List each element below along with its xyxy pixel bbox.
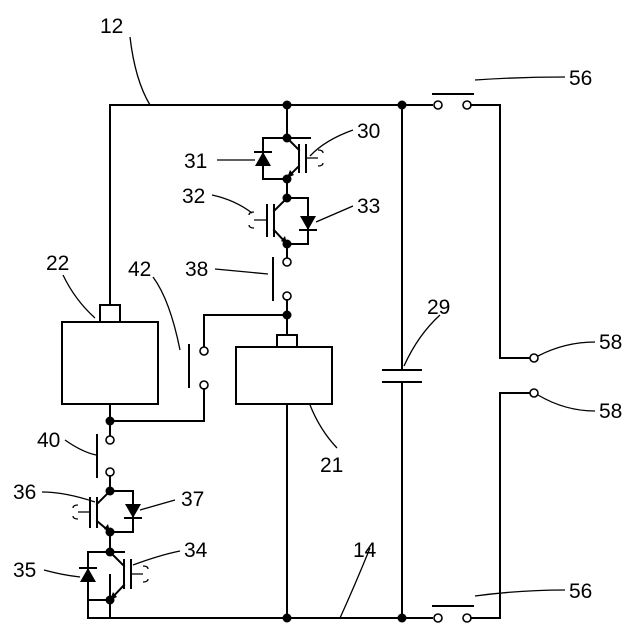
lower-rail-14 <box>88 575 432 618</box>
label-42: 42 <box>128 258 151 281</box>
label-56-top: 56 <box>569 67 592 90</box>
label-35: 35 <box>13 559 36 582</box>
label-58-bottom: 58 <box>599 400 622 423</box>
label-36: 36 <box>13 481 36 504</box>
capacitor-29 <box>383 105 421 618</box>
upper-rail-12 <box>110 105 432 305</box>
label-56-bottom: 56 <box>569 580 592 603</box>
switch-42 <box>189 345 208 389</box>
label-32: 32 <box>182 185 205 208</box>
transistor-32 <box>249 198 287 244</box>
label-34: 34 <box>184 539 208 562</box>
label-14: 14 <box>353 539 377 562</box>
module-22 <box>62 305 158 404</box>
label-12: 12 <box>100 15 123 38</box>
switch-38 <box>273 258 291 300</box>
switch-40 <box>97 435 114 477</box>
label-40: 40 <box>37 429 60 452</box>
relay-56-bottom <box>433 393 530 622</box>
terminal-58-top <box>530 354 538 362</box>
label-58-top: 58 <box>599 331 622 354</box>
label-37: 37 <box>181 488 204 511</box>
upper-arm-wiring <box>263 105 310 262</box>
terminal-58-bottom <box>530 389 538 397</box>
label-30: 30 <box>357 120 380 143</box>
label-21: 21 <box>320 454 343 477</box>
diode-37 <box>125 504 141 518</box>
label-22: 22 <box>46 252 69 275</box>
module-21 <box>236 335 332 404</box>
diode-33 <box>300 216 316 230</box>
diode-31 <box>255 152 271 166</box>
label-33: 33 <box>357 195 380 218</box>
label-38: 38 <box>185 258 208 281</box>
diode-35 <box>80 568 96 582</box>
transistor-30 <box>287 138 323 178</box>
label-31: 31 <box>184 150 207 173</box>
transistor-34 <box>110 552 148 600</box>
label-29: 29 <box>427 296 450 319</box>
